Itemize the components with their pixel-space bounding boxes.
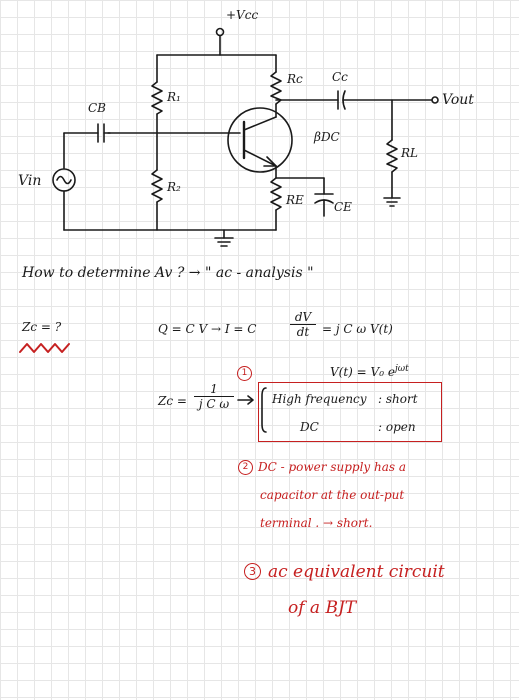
step-2-line-1: DC - power supply has a [258,460,407,474]
red-squiggle-mark [19,343,70,353]
bracket-arrow-head [247,395,254,405]
step-3-line-2: of a BJT [288,598,357,618]
phasor-exponent: jωt [394,364,409,374]
r1-label: R₁ [167,90,181,104]
step-3-marker: 3 [244,563,261,580]
phasor-base: V(t) = V₀ e [330,365,395,379]
current-result: = j C ω V(t) [322,322,393,336]
step-3-line-1: ac equivalent circuit [268,562,445,582]
step-2-line-3: terminal . → short. [260,516,373,530]
zc-equation: Zc = [158,394,187,408]
step-1-marker: 1 [237,366,252,381]
re-label: RE [286,193,304,207]
bjt-collector [243,116,277,131]
cb-label: CB [88,101,106,115]
dv-numerator: dV [290,311,316,325]
bjt-emitter [243,149,277,167]
rl-resistor [386,139,398,173]
rl-label: RL [401,146,419,160]
question-line: How to determine Av ? → " ac - analysis … [22,265,314,281]
high-frequency-label: High frequency [272,392,367,406]
vin-label: Vin [18,173,42,189]
case-bracket [261,387,267,433]
re-resistor [270,177,282,211]
dc-label: DC [300,420,319,434]
short-label: : short [378,392,418,406]
ce-label: CE [334,200,352,214]
rc-label: Rc [287,72,303,86]
step-2-marker: 2 [238,460,253,475]
r1-resistor [151,81,163,115]
cc-label: Cc [332,70,348,84]
beta-label: βDC [314,130,340,144]
bjt-transistor [227,107,293,173]
vcc-terminal [215,27,225,37]
charge-equation: Q = C V → I = C [158,322,257,336]
vout-label: Vout [442,92,474,108]
dv-dt-fraction: dV dt [290,311,316,340]
step-2-line-2: capacitor at the out-put [260,488,405,502]
phasor-equation: V(t) = V₀ ejωt [330,364,409,379]
zc-denominator: j C ω [198,397,230,411]
dt-denominator: dt [296,325,310,339]
r2-resistor [151,169,163,203]
zc-fraction: 1 j C ω [194,383,234,412]
zc-question: Zc = ? [22,320,62,334]
vout-terminal [431,96,439,104]
vcc-label: +Vcc [226,8,259,22]
r2-label: R₂ [167,180,181,194]
ac-source-sine [56,175,72,185]
open-label: : open [378,420,416,434]
zc-numerator: 1 [194,383,234,397]
case-summary-box [258,382,442,442]
